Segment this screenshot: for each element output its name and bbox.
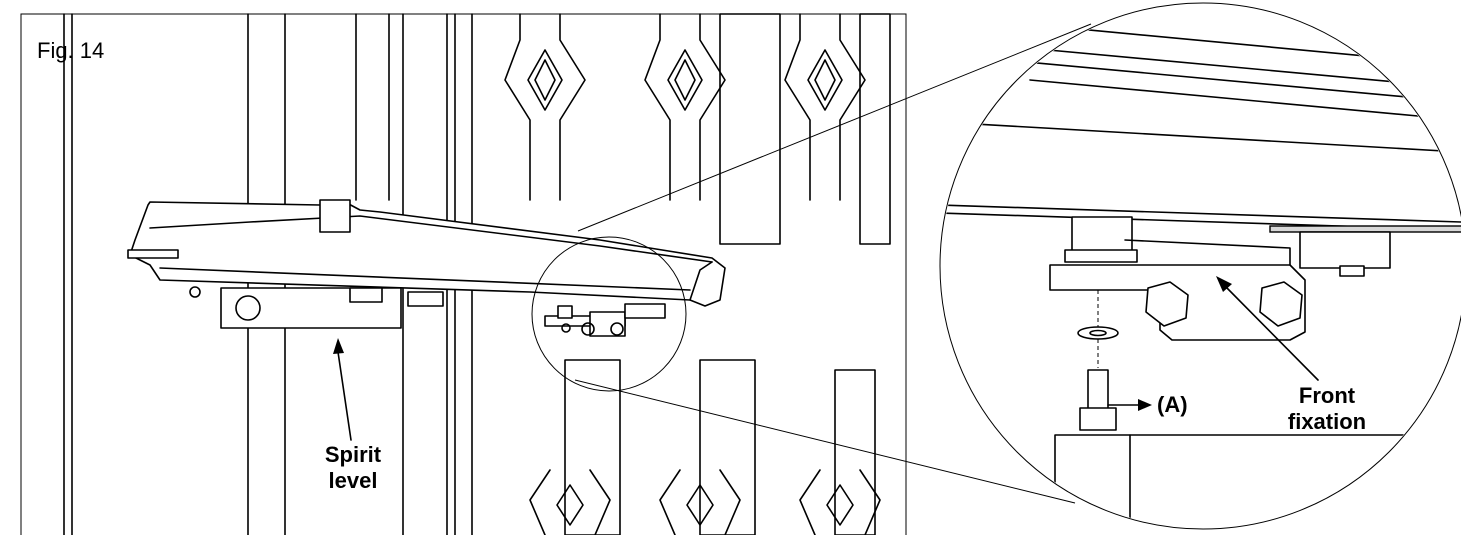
front-fixation-line-1: Front xyxy=(1298,383,1356,408)
spirit-level-label: Spirit level xyxy=(303,442,403,494)
spirit-level-line-1: Spirit xyxy=(324,442,382,467)
zoom-circle xyxy=(939,2,1461,530)
detail-area-circle xyxy=(531,236,687,392)
gate-operator xyxy=(127,199,726,337)
arrow-head-spirit xyxy=(333,338,344,354)
bolt-a-label: (A) xyxy=(1157,392,1188,417)
arrow-head-a xyxy=(1138,399,1152,411)
magnifier xyxy=(531,2,1461,530)
spirit-level-line-2: level xyxy=(328,468,378,493)
front-fixation-line-2: fixation xyxy=(1287,409,1367,434)
front-fixation-label: Front fixation xyxy=(1262,383,1392,435)
leaders xyxy=(333,276,1319,441)
arrow-head-front xyxy=(1216,276,1232,292)
figure-title: Fig. 14 xyxy=(37,38,105,63)
gate-drawing xyxy=(20,13,907,537)
zoom-detail xyxy=(941,14,1461,528)
